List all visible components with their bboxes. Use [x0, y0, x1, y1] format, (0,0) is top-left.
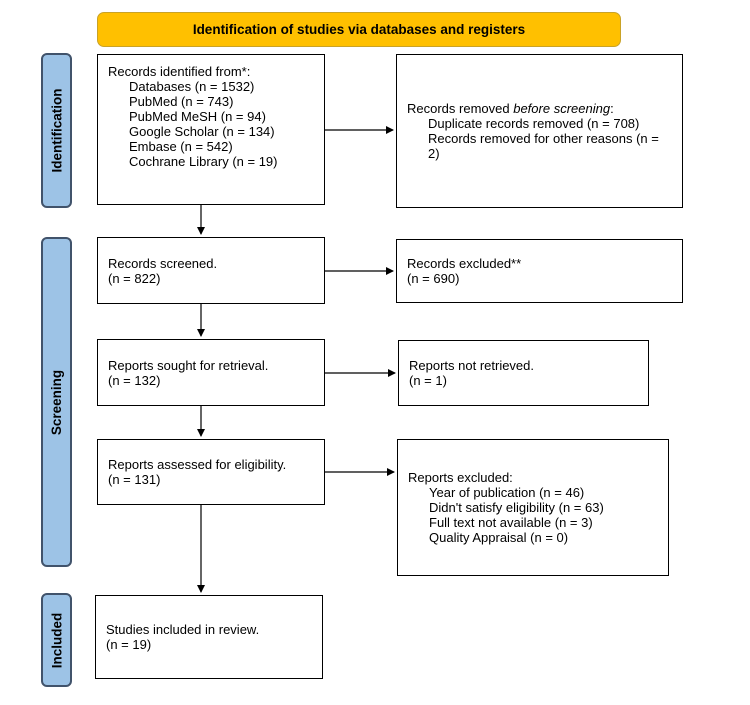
phase-identification: Identification	[41, 53, 72, 208]
excluded-year-of-publication: Year of publication (n = 46)	[429, 485, 585, 500]
excluded-quality-appraisal: Quality Appraisal (n = 0)	[429, 530, 569, 545]
reports-sought-label: Reports sought for retrieval.	[108, 357, 269, 373]
records-identified-title: Records identified from*:	[108, 64, 251, 79]
records-excluded-count: (n = 690)	[407, 271, 460, 286]
reports-assessed-count: (n = 131)	[108, 472, 161, 487]
records-removed-box: Records removed before screening: Duplic…	[396, 54, 683, 208]
reports-not-retrieved-label: Reports not retrieved.	[409, 358, 535, 373]
source-databases: Databases (n = 1532)	[129, 79, 255, 94]
reports-excluded-box: Reports excluded: Year of publication (n…	[397, 439, 669, 576]
reports-not-retrieved-box: Reports not retrieved. (n = 1)	[398, 340, 649, 406]
records-removed-title: Records removed before screening:	[407, 101, 614, 116]
studies-included-label: Studies included in review.	[106, 622, 260, 637]
phase-screening: Screening	[41, 237, 72, 567]
source-google-scholar: Google Scholar (n = 134)	[129, 124, 275, 139]
records-identified-box: Records identified from*: Databases (n =…	[97, 54, 325, 205]
reports-assessed-label: Reports assessed for eligibility.	[108, 457, 287, 472]
reports-not-retrieved-count: (n = 1)	[409, 373, 447, 388]
reports-assessed-box: Reports assessed for eligibility. (n = 1…	[97, 439, 325, 505]
excluded-full-text: Full text not available (n = 3)	[429, 515, 593, 530]
reports-sought-box: Reports sought for retrieval. (n = 132)	[97, 339, 325, 406]
duplicates-removed: Duplicate records removed (n = 708)	[428, 116, 640, 131]
excluded-eligibility: Didn't satisfy eligibility (n = 63)	[429, 500, 604, 515]
records-screened-count: (n = 822)	[108, 270, 161, 286]
header-title: Identification of studies via databases …	[192, 22, 526, 37]
records-screened-label: Records screened.	[108, 255, 218, 271]
reports-sought-count: (n = 132)	[108, 372, 161, 388]
studies-included-count: (n = 19)	[106, 637, 152, 652]
records-excluded-box: Records excluded** (n = 690)	[396, 239, 683, 303]
reports-excluded-title: Reports excluded:	[408, 470, 513, 485]
source-cochrane: Cochrane Library (n = 19)	[129, 154, 278, 169]
source-pubmed-mesh: PubMed MeSH (n = 94)	[129, 109, 266, 124]
records-screened-box: Records screened. (n = 822)	[97, 237, 325, 304]
records-excluded-label: Records excluded**	[407, 256, 522, 271]
studies-included-box: Studies included in review. (n = 19)	[95, 595, 323, 679]
diagram-header: Identification of studies via databases …	[97, 12, 621, 47]
source-pubmed: PubMed (n = 743)	[129, 94, 234, 109]
phase-included: Included	[41, 593, 72, 687]
other-reasons-removed: Records removed for other reasons (n = 2…	[428, 131, 659, 161]
source-embase: Embase (n = 542)	[129, 139, 233, 154]
